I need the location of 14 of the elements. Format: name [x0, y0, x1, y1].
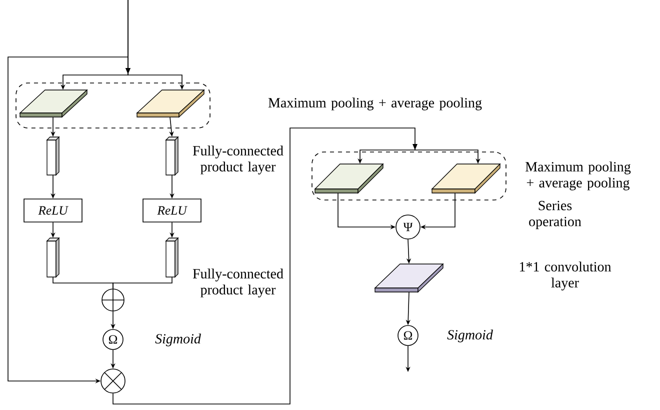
sum-symbol — [102, 288, 124, 312]
node-label: Fully-connected product layer — [192, 268, 284, 298]
node-label: Series operation — [529, 200, 582, 230]
node-label: Sigmoid — [447, 330, 493, 342]
dashed-group-box — [16, 82, 210, 128]
node-label: Maximum pooling + average pooling — [526, 162, 631, 190]
node-label: Sigmoid — [155, 334, 201, 346]
activation-box: ReLU — [24, 198, 82, 222]
activation-box: ReLU — [142, 198, 202, 222]
node-label: Maximum pooling + average pooling — [268, 98, 482, 110]
arrow — [112, 128, 418, 404]
node-label: 1*1 convolution layer — [520, 262, 612, 290]
node-label: Fully-connected product layer — [192, 146, 284, 174]
multiply-symbol — [100, 368, 126, 394]
